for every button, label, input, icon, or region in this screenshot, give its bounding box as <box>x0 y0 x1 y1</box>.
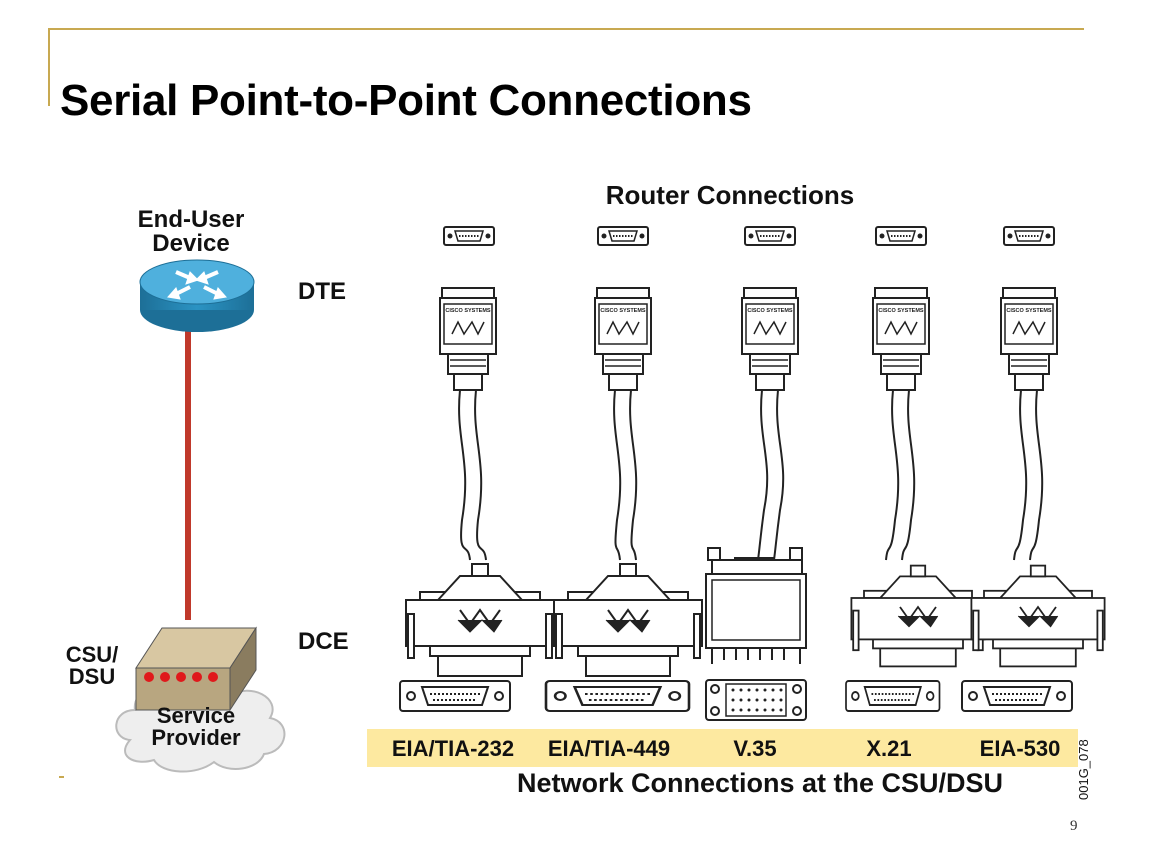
standard-label-eia-530: EIA-530 <box>979 736 1061 761</box>
dce-label: DCE <box>298 628 349 655</box>
cable-v35 <box>757 389 769 561</box>
dce-plug-v35 <box>705 547 807 664</box>
slide-frame-top <box>48 28 1084 30</box>
cable-eia-tia-232 <box>458 389 471 561</box>
dte-label: DTE <box>298 278 346 305</box>
router-port-eia-tia-232 <box>443 226 495 246</box>
end-user-device-label: End-User Device <box>137 206 245 257</box>
cable-x21 <box>885 389 900 561</box>
standards-band <box>367 729 1078 767</box>
dce-plug-eia-tia-232 <box>405 563 555 677</box>
footer-tick <box>59 776 64 778</box>
dce-plug-eia-tia-449 <box>553 563 703 677</box>
serial-link-line <box>185 330 191 620</box>
csu-dsu-label: CSU/ DSU <box>65 642 119 689</box>
dce-receptacle-eia-530 <box>961 680 1073 712</box>
service-provider-label: Service Provider <box>151 703 241 750</box>
router-port-eia-tia-449 <box>597 226 649 246</box>
dte-connector-v35 <box>741 287 799 391</box>
standard-label-eia-tia-232: EIA/TIA-232 <box>391 736 515 761</box>
slide-frame-left <box>48 28 50 106</box>
standard-label-eia-tia-449: EIA/TIA-449 <box>547 736 671 761</box>
router-port-v35 <box>744 226 796 246</box>
standard-label-x21: X.21 <box>866 736 912 761</box>
router-connections-title: Router Connections <box>605 180 855 210</box>
router-icon <box>139 259 255 332</box>
dte-connector-eia-tia-232 <box>439 287 497 391</box>
cable-eia-530 <box>1013 389 1028 561</box>
dce-receptacle-eia-tia-449 <box>544 679 691 713</box>
network-connections-title: Network Connections at the CSU/DSU <box>516 768 1004 798</box>
dce-receptacle-v35 <box>705 679 807 721</box>
router-port-x21 <box>875 226 927 246</box>
dce-plug-eia-530 <box>970 564 1106 668</box>
slide-title: Serial Point-to-Point Connections <box>60 76 752 125</box>
standard-label-v35: V.35 <box>733 736 777 761</box>
dte-connector-eia-530 <box>1000 287 1058 391</box>
dce-receptacle-x21 <box>845 680 941 712</box>
cable-eia-tia-449 <box>613 389 622 561</box>
dte-connector-eia-tia-449 <box>594 287 652 391</box>
dce-receptacle-eia-tia-232 <box>399 680 511 712</box>
csu-dsu-icon <box>135 626 257 712</box>
page-number: 9 <box>1070 818 1078 834</box>
dte-connector-x21 <box>872 287 930 391</box>
router-port-eia-530 <box>1003 226 1055 246</box>
dce-plug-x21 <box>850 564 986 668</box>
